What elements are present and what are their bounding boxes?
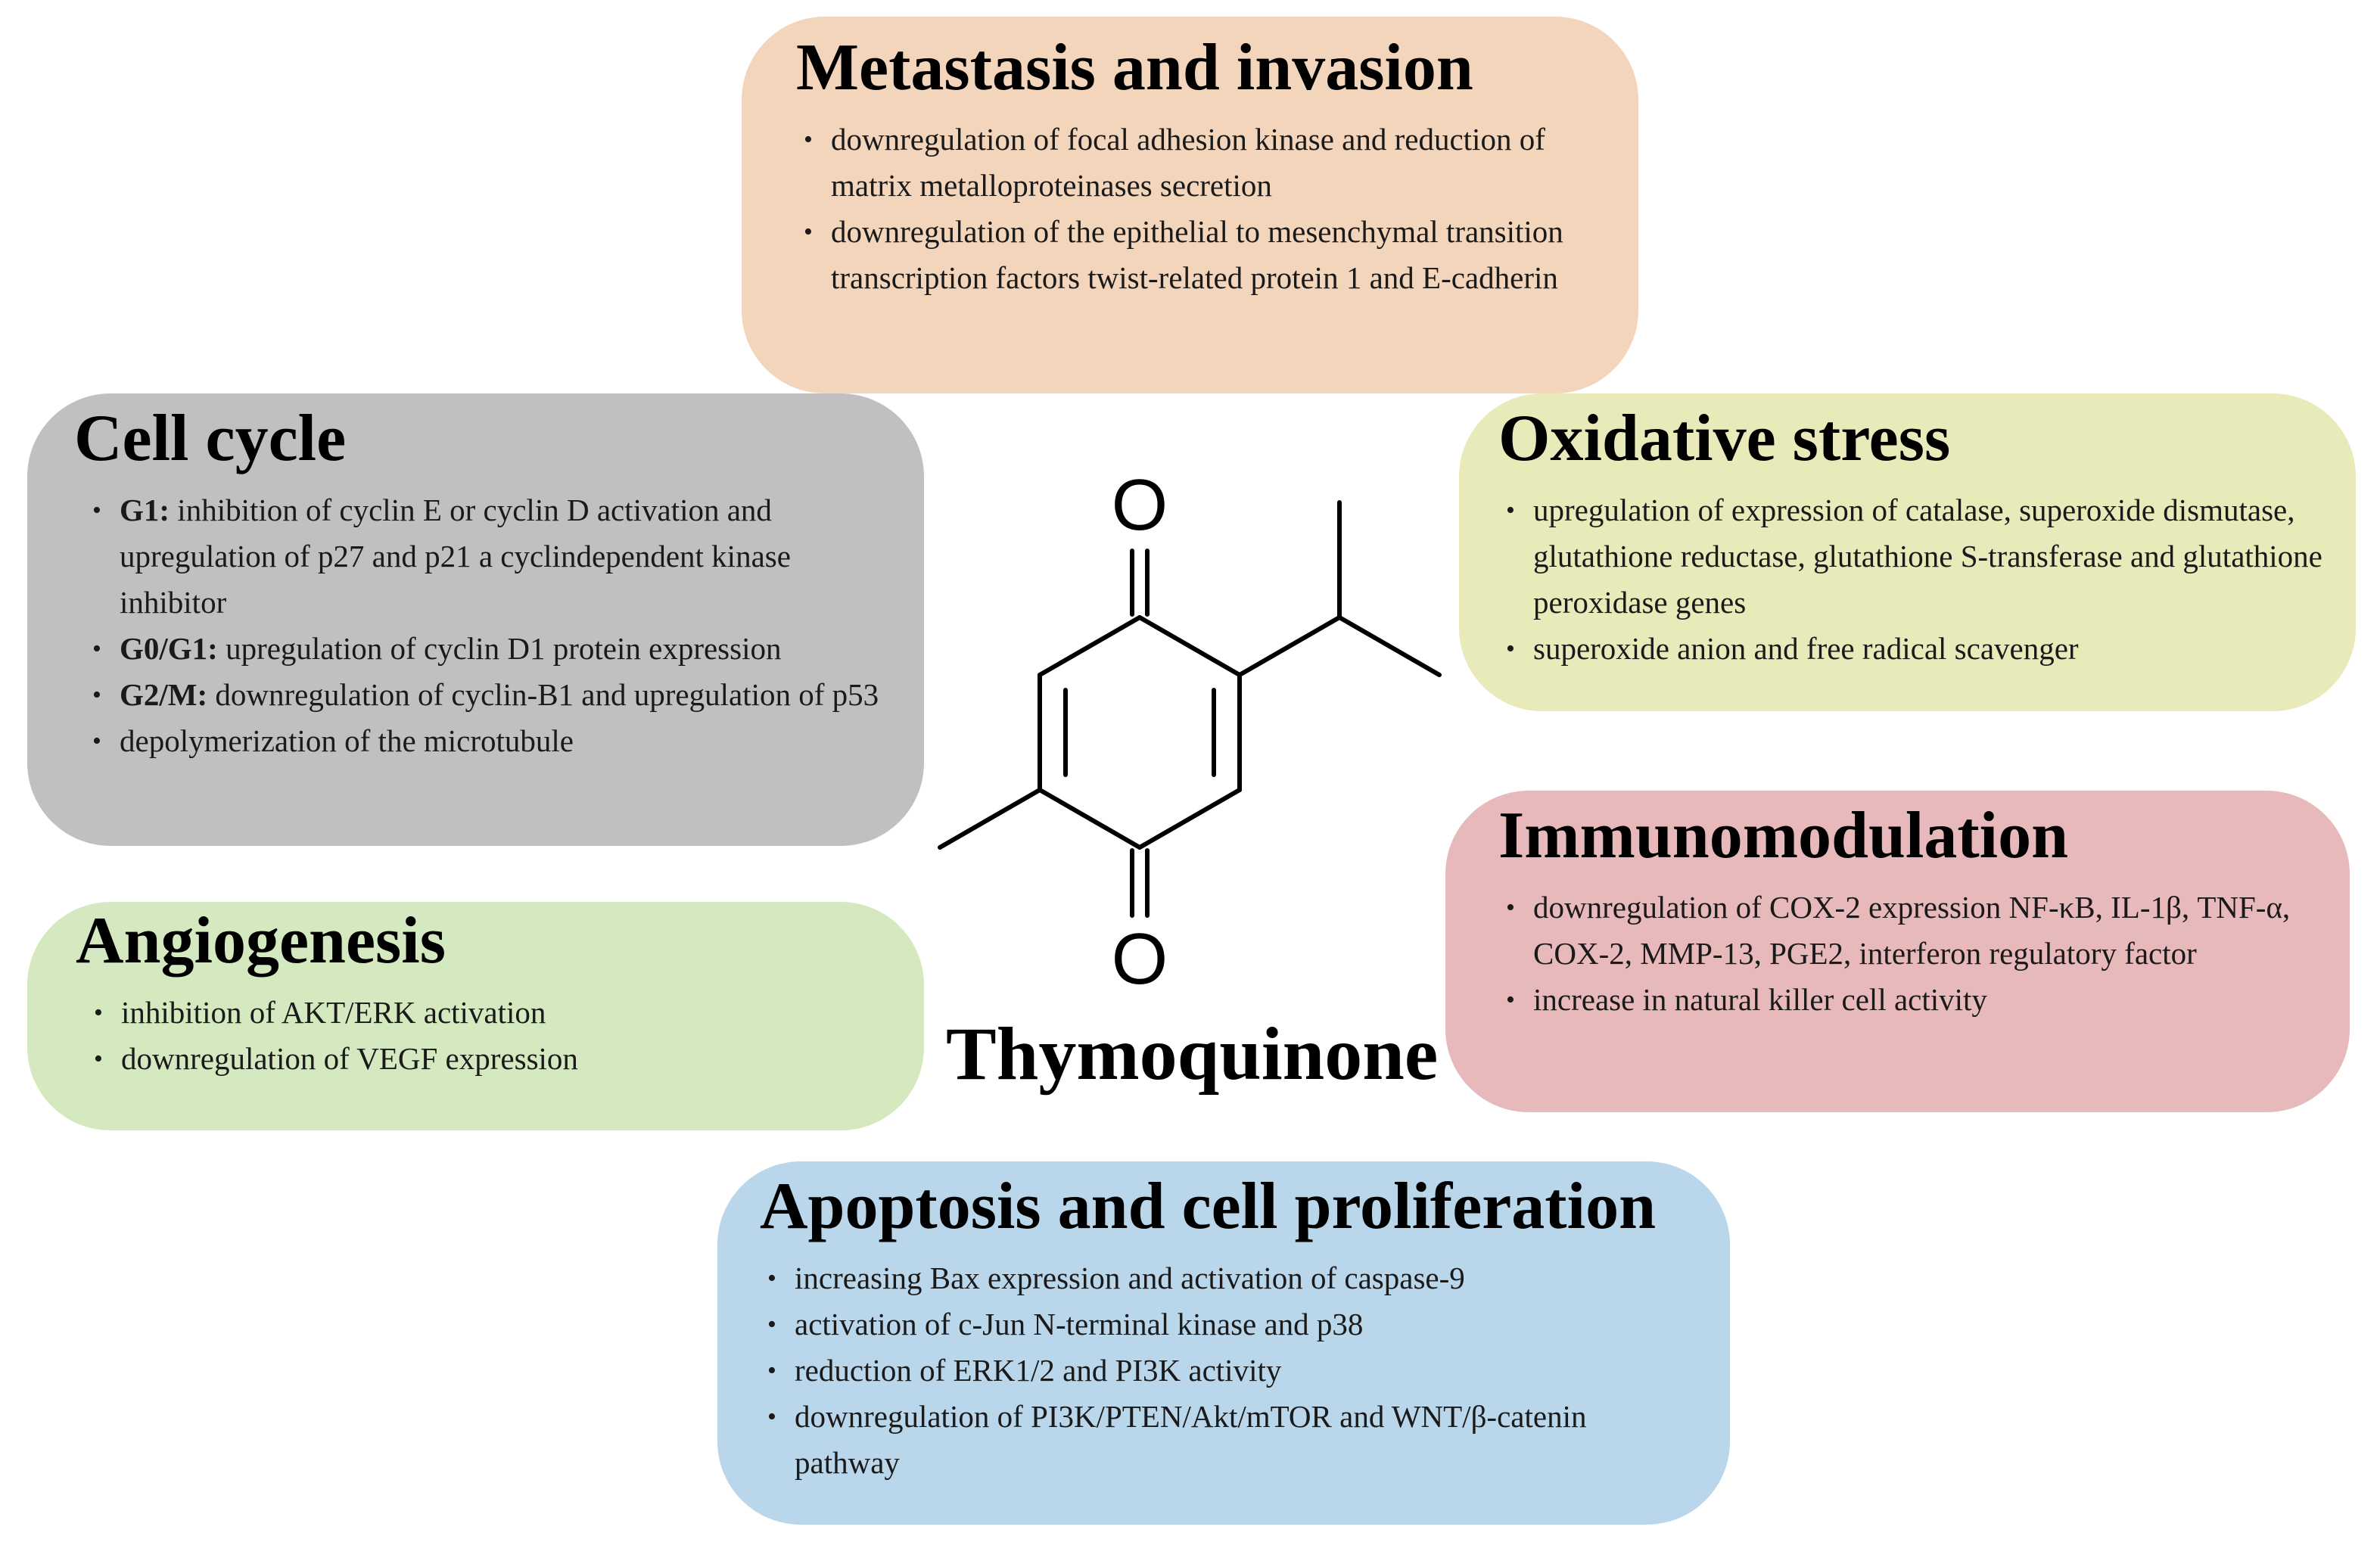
panel-title: Metastasis and invasion <box>796 31 1473 104</box>
ring-bond <box>1038 788 1142 850</box>
panel-title: Apoptosis and cell proliferation <box>760 1170 1657 1243</box>
panel-title: Angiogenesis <box>76 904 446 978</box>
bullet-list: upregulation of expression of catalase, … <box>1498 487 2326 672</box>
panel-angiogenesis: Angiogenesis inhibition of AKT/ERK activ… <box>27 902 924 1130</box>
list-item: G0/G1: upregulation of cyclin D1 protein… <box>92 626 886 672</box>
bullet-list: downregulation of COX-2 expression NF-κB… <box>1498 884 2319 1023</box>
isopropyl-bond <box>1337 615 1442 677</box>
oxygen-label-bottom: O <box>1112 919 1168 999</box>
panel-cell-cycle: Cell cycle G1: inhibition of cyclin E or… <box>27 393 924 846</box>
isopropyl-bond <box>1237 615 1342 677</box>
methyl-bond <box>938 788 1042 850</box>
list-item: activation of c-Jun N-terminal kinase an… <box>767 1301 1685 1348</box>
list-item: superoxide anion and free radical scaven… <box>1506 626 2326 672</box>
list-item: downregulation of the epithelial to mese… <box>804 209 1593 301</box>
bullet-list: downregulation of focal adhesion kinase … <box>796 117 1593 301</box>
list-item: reduction of ERK1/2 and PI3K activity <box>767 1348 1685 1394</box>
list-item: G2/M: downregulation of cyclin-B1 and up… <box>92 672 886 718</box>
panel-title: Immunomodulation <box>1498 799 2069 872</box>
panel-title: Oxidative stress <box>1498 402 1951 475</box>
ring-bond <box>1038 615 1142 677</box>
list-item: inhibition of AKT/ERK activation <box>94 990 886 1036</box>
list-item: G1: inhibition of cyclin E or cyclin D a… <box>92 487 886 626</box>
panel-apoptosis-proliferation: Apoptosis and cell proliferation increas… <box>717 1161 1730 1525</box>
thymoquinone-structure: O O <box>938 465 1442 999</box>
list-item: downregulation of PI3K/PTEN/Akt/mTOR and… <box>767 1394 1685 1486</box>
ring-bond <box>1137 615 1242 677</box>
panel-title: Cell cycle <box>74 402 347 475</box>
panel-immunomodulation: Immunomodulation downregulation of COX-2… <box>1445 791 2350 1112</box>
list-item: downregulation of COX-2 expression NF-κB… <box>1506 884 2319 977</box>
bullet-list: increasing Bax expression and activation… <box>760 1255 1685 1486</box>
list-item: depolymerization of the microtubule <box>92 718 886 764</box>
list-item: downregulation of focal adhesion kinase … <box>804 117 1593 209</box>
phase-label: G1: <box>120 493 170 528</box>
panel-oxidative-stress: Oxidative stress upregulation of express… <box>1459 393 2356 711</box>
list-item: increasing Bax expression and activation… <box>767 1255 1685 1301</box>
phase-label: G0/G1: <box>120 631 218 667</box>
bullet-list: inhibition of AKT/ERK activation downreg… <box>76 990 886 1082</box>
bullet-list: G1: inhibition of cyclin E or cyclin D a… <box>74 487 886 764</box>
panel-metastasis-invasion: Metastasis and invasion downregulation o… <box>742 17 1638 393</box>
oxygen-label-top: O <box>1112 465 1168 546</box>
compound-name: Thymoquinone <box>946 1012 1439 1096</box>
ring-bond <box>1137 788 1242 850</box>
list-item: increase in natural killer cell activity <box>1506 977 2319 1023</box>
phase-label: G2/M: <box>120 677 208 713</box>
list-item: upregulation of expression of catalase, … <box>1506 487 2326 626</box>
list-item: downregulation of VEGF expression <box>94 1036 886 1082</box>
